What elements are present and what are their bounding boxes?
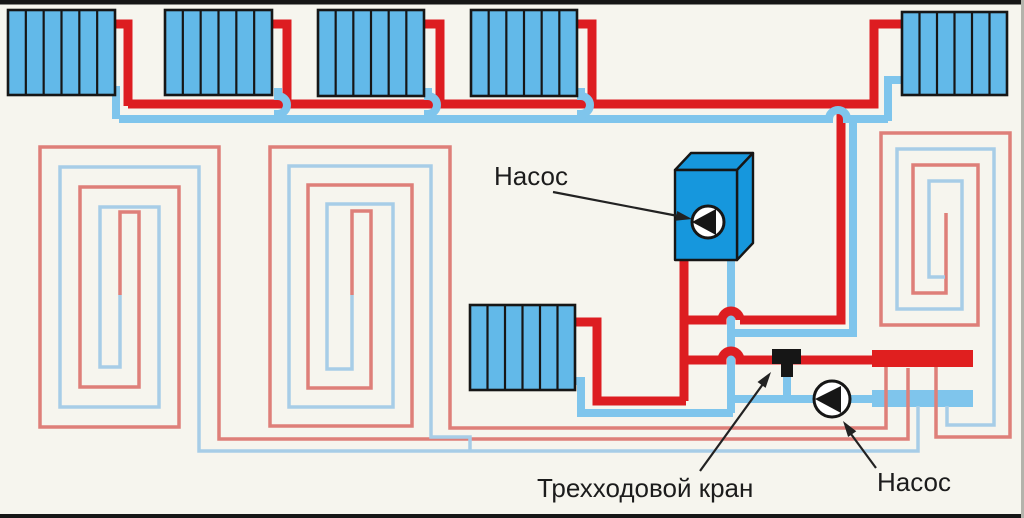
radiator-middle xyxy=(468,303,577,392)
radiator-5-return-stub xyxy=(884,76,902,121)
radiator-4 xyxy=(469,8,579,98)
pump-bottom-label: Насос xyxy=(877,467,951,497)
pump-suction-branch xyxy=(731,121,857,337)
radiator-1-supply-stub xyxy=(112,19,133,106)
upper-branch-hop xyxy=(684,306,745,325)
pump-triangle-icon xyxy=(692,209,716,235)
floor-coil-right xyxy=(879,131,1012,439)
mixing-pump xyxy=(673,151,755,262)
radiator-5 xyxy=(900,10,1009,97)
valve-body-icon xyxy=(772,349,801,364)
supply-down-riser xyxy=(740,102,846,325)
annotation-pump-bottom: Насос xyxy=(843,421,951,497)
bottom-border xyxy=(0,514,1024,518)
annotation-three-way-valve: Трехходовой кран xyxy=(537,372,771,503)
three-way-valve-arrow xyxy=(699,383,764,472)
mixing-unit-red-pipes xyxy=(575,216,973,406)
circulation-pump-triangle-icon xyxy=(815,386,841,413)
supply-main-pipe xyxy=(112,19,902,325)
radiator-3-supply-stub xyxy=(421,19,445,106)
circulation-pump xyxy=(812,379,852,419)
annotation-pump-top: Насос xyxy=(494,161,692,221)
floor-coil-center xyxy=(268,145,888,451)
valve-stem-icon xyxy=(781,364,793,377)
pump-top-arrow xyxy=(552,190,679,218)
radiator-4-supply-stub xyxy=(574,19,597,106)
pump-bottom-arrow xyxy=(850,433,877,469)
return-main-pipe xyxy=(112,76,902,123)
right-border xyxy=(1021,0,1024,518)
middle-radiator-return xyxy=(575,377,733,417)
valve-supply-line xyxy=(684,346,874,365)
three-way-valve xyxy=(772,349,801,399)
pump-top-label: Насос xyxy=(494,161,568,191)
pump-box-right-face xyxy=(735,151,755,262)
radiator-2-supply-stub xyxy=(269,19,292,106)
radiator-3 xyxy=(316,8,426,98)
radiator-2 xyxy=(163,8,274,97)
radiator-3-return-hop xyxy=(424,88,441,120)
floor-coil-left xyxy=(38,145,920,453)
top-border xyxy=(0,0,1024,5)
return-manifold xyxy=(872,390,973,407)
three-way-valve-label: Трехходовой кран xyxy=(537,473,753,503)
radiator-2-return-hop xyxy=(274,88,291,120)
middle-radiator-supply xyxy=(575,317,686,406)
supply-manifold xyxy=(872,350,973,367)
radiator-1 xyxy=(6,8,117,97)
radiator-4-return-hop xyxy=(577,88,594,120)
